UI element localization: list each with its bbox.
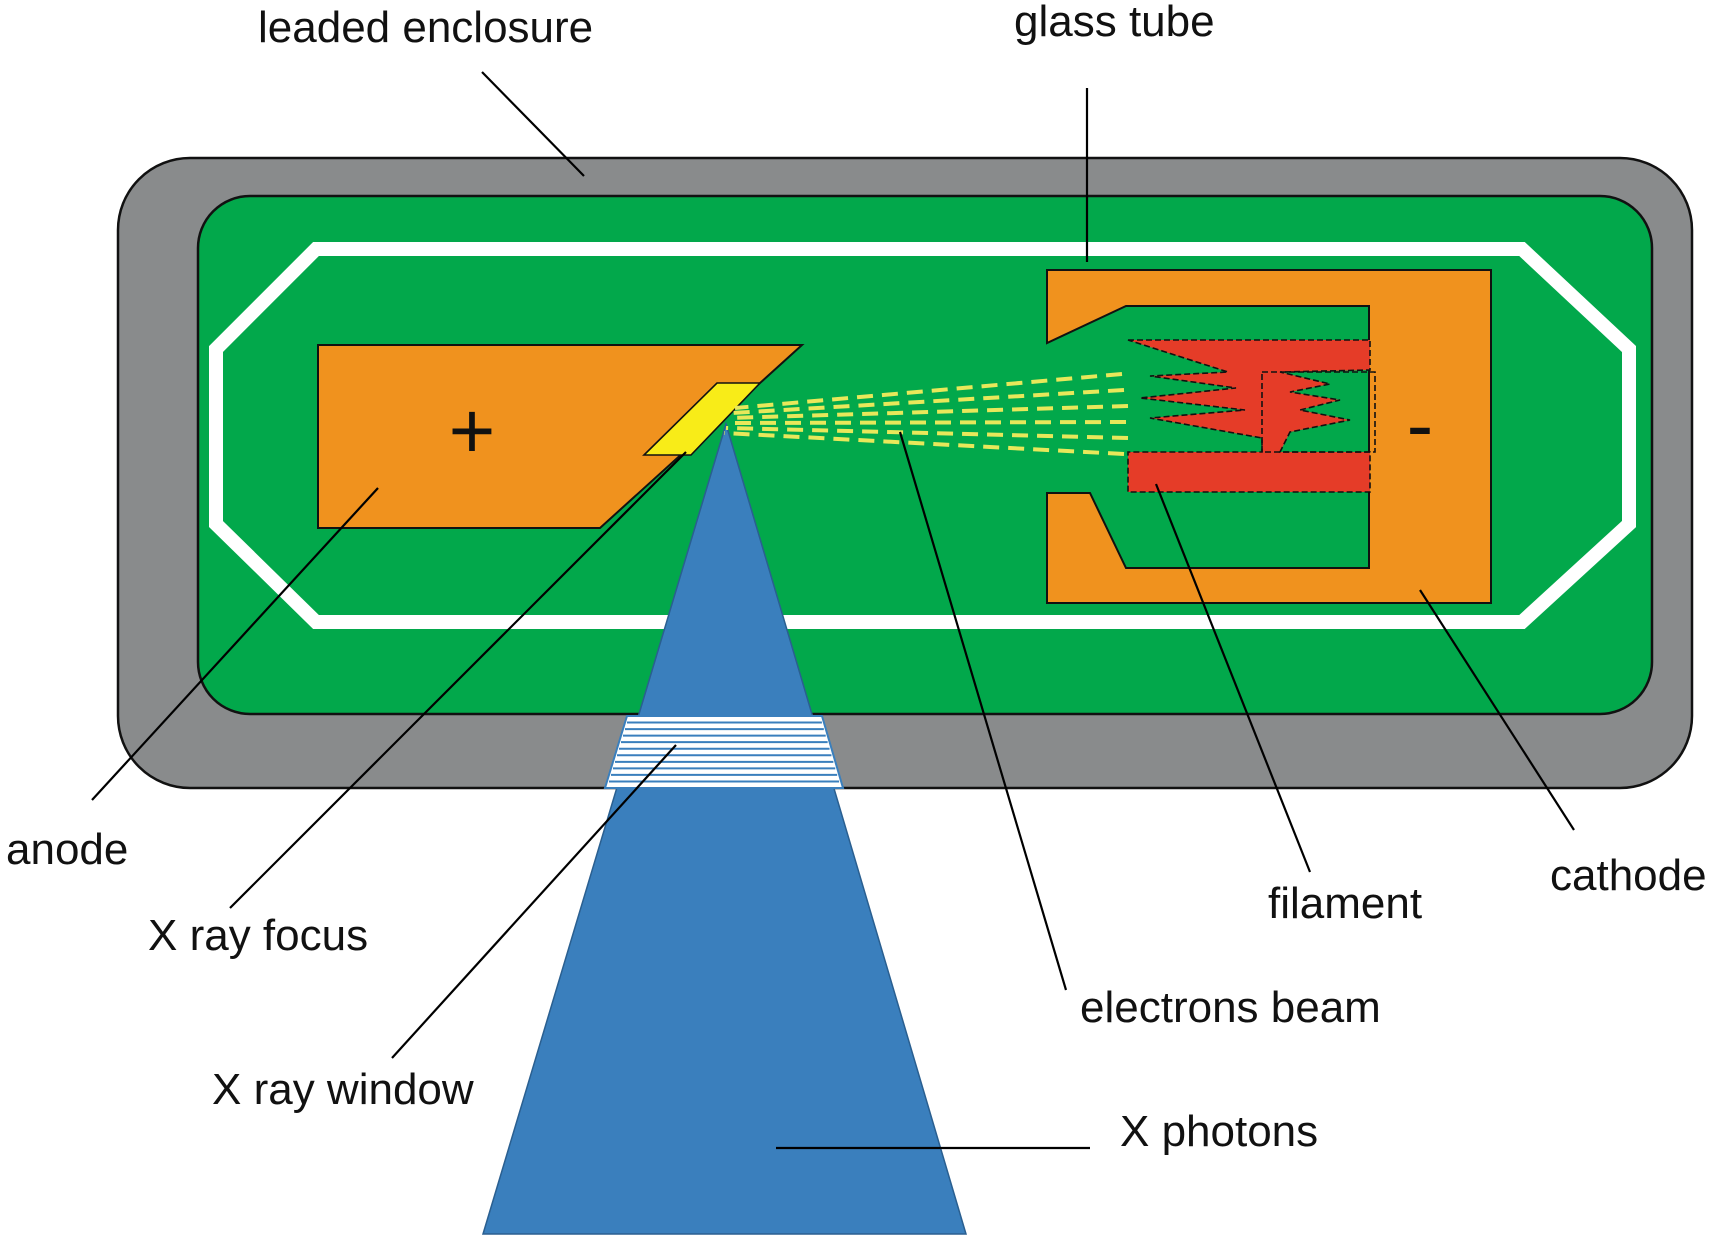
leader-x-ray-window xyxy=(391,744,677,1059)
leader-electrons-beam xyxy=(898,431,1068,991)
x-ray-window-lines xyxy=(609,721,840,783)
label-anode: anode xyxy=(6,825,128,874)
leader-filament xyxy=(1154,483,1312,873)
cathode xyxy=(1046,269,1492,604)
anode-sign: + xyxy=(449,386,496,475)
leader-cathode xyxy=(1419,589,1575,831)
label-electrons-beam: electrons beam xyxy=(1080,983,1381,1032)
electrons-beam xyxy=(723,372,1129,456)
label-glass-tube: glass tube xyxy=(1014,0,1215,46)
x-ray-focus xyxy=(642,382,762,456)
label-x-ray-focus: X ray focus xyxy=(148,911,368,960)
label-x-photons: X photons xyxy=(1120,1107,1318,1156)
leader-lines xyxy=(91,71,1575,1150)
x-ray-window xyxy=(603,715,845,789)
label-leaded-enclosure: leaded enclosure xyxy=(258,3,593,52)
leader-leaded-enclosure xyxy=(481,71,585,177)
electron-beam-line xyxy=(731,388,1125,415)
x-photons-beam xyxy=(481,421,968,1235)
electron-beam-line xyxy=(727,420,1127,425)
electron-beam-line xyxy=(725,426,1129,440)
glass-tube xyxy=(209,242,1636,629)
filament xyxy=(1127,339,1371,493)
electron-beam-line xyxy=(734,372,1123,410)
leader-anode xyxy=(91,487,379,801)
cathode-sign: - xyxy=(1407,380,1434,469)
label-filament: filament xyxy=(1268,879,1422,928)
anode xyxy=(317,344,805,529)
filament-pocket xyxy=(1261,371,1376,453)
label-x-ray-window: X ray window xyxy=(212,1065,474,1114)
label-cathode: cathode xyxy=(1550,851,1707,900)
electron-beam-line xyxy=(723,431,1125,456)
electron-beam-line xyxy=(729,404,1129,420)
leader-x-ray-focus xyxy=(229,451,687,909)
